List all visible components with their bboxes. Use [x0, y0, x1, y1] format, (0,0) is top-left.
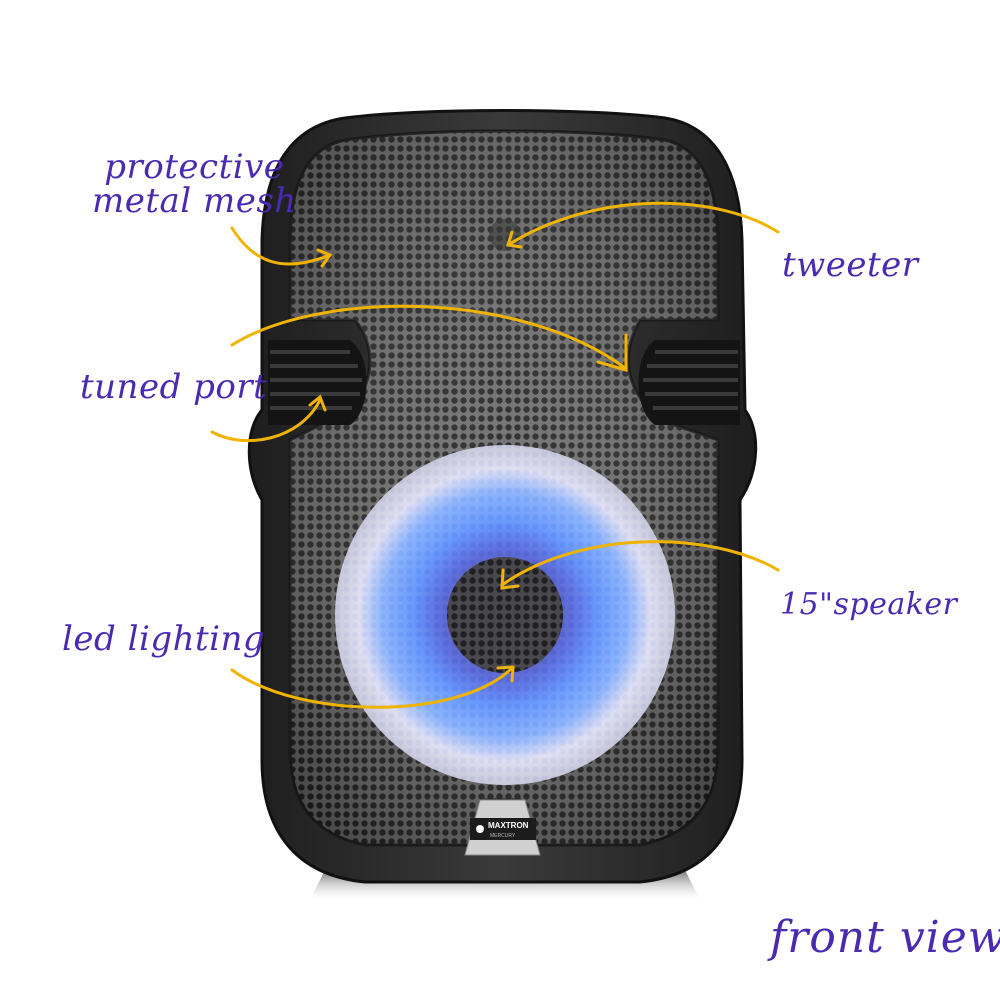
arrow-led	[230, 666, 514, 709]
arrow-port-lower-head	[308, 394, 327, 412]
tuned-port-right	[638, 340, 740, 425]
label-tuned-port: tuned port	[80, 367, 268, 407]
annotation-arrows	[210, 201, 780, 709]
arrow-port-upper-head	[596, 333, 628, 372]
label-mesh-line2: metal mesh	[92, 181, 297, 221]
arrow-speaker-head	[500, 568, 520, 590]
tuned-port-left	[268, 340, 367, 425]
arrow-led-head	[496, 665, 515, 683]
arrow-mesh	[230, 226, 332, 266]
label-front-view: front view	[770, 912, 1000, 963]
arrow-tweeter-head	[506, 230, 523, 249]
label-speaker: 15"speaker	[780, 587, 958, 622]
arrow-tweeter	[506, 201, 780, 247]
label-led-lighting: led lighting	[62, 619, 266, 659]
brand-name: MAXTRON	[488, 821, 529, 830]
label-tweeter: tweeter	[782, 245, 919, 285]
arrow-port-lower	[210, 398, 322, 443]
label-protective-metal-mesh: protective metal mesh	[92, 150, 297, 218]
arrow-mesh-head	[316, 248, 333, 268]
arrow-speaker	[500, 540, 780, 587]
brand-model: MERCURY	[490, 833, 516, 839]
woofer-led-ring	[335, 445, 675, 785]
label-mesh-line1: protective	[104, 147, 285, 187]
brand-badge: MAXTRON MERCURY	[464, 799, 541, 856]
arrow-port-upper	[230, 304, 627, 370]
